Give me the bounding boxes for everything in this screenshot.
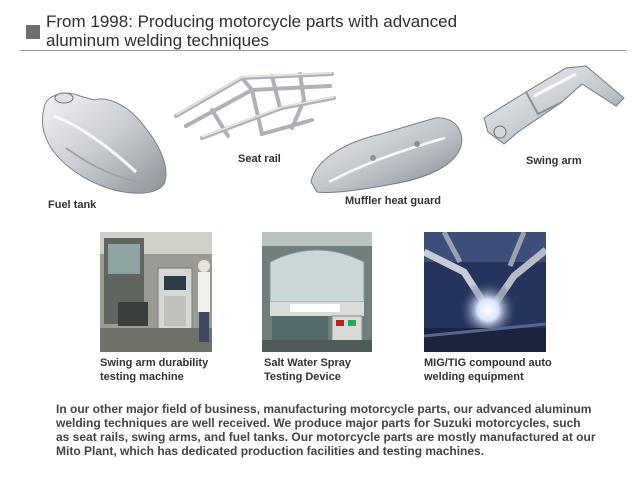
welding-equipment-caption-line-2: welding equipment bbox=[424, 371, 524, 383]
durability-testing-caption: Swing arm durability testing machine bbox=[100, 356, 208, 384]
seat-rail-image bbox=[172, 68, 338, 152]
salt-spray-testing-caption: Salt Water Spray Testing Device bbox=[264, 356, 351, 384]
welding-equipment-photo bbox=[424, 232, 546, 352]
salt-spray-testing-caption-line-2: Testing Device bbox=[264, 371, 341, 383]
durability-testing-photo bbox=[100, 232, 212, 352]
welding-equipment-caption: MIG/TIG compound auto welding equipment bbox=[424, 356, 552, 384]
title-marker bbox=[26, 25, 40, 39]
muffler-heat-guard-label: Muffler heat guard bbox=[345, 195, 441, 207]
salt-spray-testing-caption-line-1: Salt Water Spray bbox=[264, 357, 352, 369]
durability-testing-caption-line-2: testing machine bbox=[100, 371, 184, 383]
page-title: From 1998: Producing motorcycle parts wi… bbox=[46, 12, 606, 50]
seat-rail-label: Seat rail bbox=[238, 153, 281, 165]
muffler-heat-guard-image bbox=[305, 112, 467, 196]
fuel-tank-label: Fuel tank bbox=[48, 199, 97, 211]
fuel-tank-image bbox=[36, 86, 176, 198]
salt-spray-testing-photo bbox=[262, 232, 372, 352]
page-title-line-2: aluminum welding techniques bbox=[46, 31, 270, 50]
durability-testing-caption-line-1: Swing arm durability bbox=[100, 357, 209, 369]
title-divider bbox=[20, 50, 626, 51]
welding-equipment-caption-line-1: MIG/TIG compound auto bbox=[424, 357, 552, 369]
swing-arm-label: Swing arm bbox=[526, 155, 582, 167]
page-title-line-1: From 1998: Producing motorcycle parts wi… bbox=[46, 12, 458, 31]
swing-arm-image bbox=[478, 62, 628, 148]
business-description: In our other major field of business, ma… bbox=[56, 402, 596, 458]
